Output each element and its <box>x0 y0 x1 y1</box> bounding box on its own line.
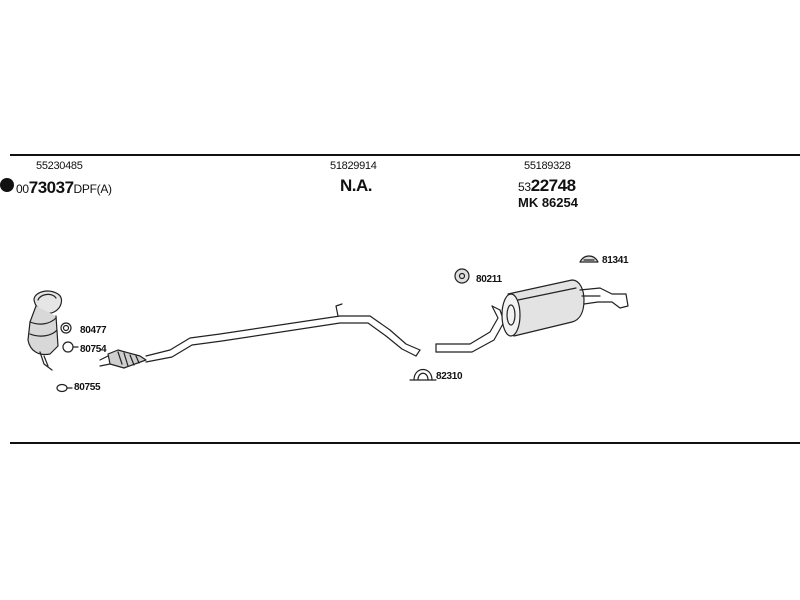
hanger-icon <box>579 255 599 263</box>
flex-pipe <box>99 349 147 369</box>
tail-pipes <box>579 287 629 309</box>
rear-muffler <box>501 279 585 337</box>
part-number-3: 55189328 <box>524 160 571 172</box>
u-bolt-clamp-icon <box>409 368 437 381</box>
gasket-icon <box>56 383 73 393</box>
catalytic-converter <box>27 290 63 371</box>
marker-dot-icon <box>0 178 14 192</box>
callout-80211: 80211 <box>476 274 502 285</box>
bottom-rule <box>10 442 800 444</box>
part-code-2: N.A. <box>340 176 373 195</box>
part-code-3: 5322748 <box>518 177 576 195</box>
part-code-1: 0073037DPF(A) <box>16 179 112 197</box>
part-number-1: 55230485 <box>36 160 83 172</box>
rubber-mount-icon <box>454 268 470 284</box>
part-alt-code-3: MK 86254 <box>518 195 578 210</box>
part-code-3-main: 22748 <box>530 176 576 195</box>
part-number-2: 51829914 <box>330 160 377 172</box>
intermediate-pipe <box>145 303 421 363</box>
clamp-icon <box>62 341 79 353</box>
part-code-3-prefix: 53 <box>518 180 531 194</box>
part-code-1-prefix: 00 <box>16 182 29 196</box>
callout-82310: 82310 <box>436 371 463 382</box>
part-code-1-main: 73037 <box>28 178 74 197</box>
callout-80754: 80754 <box>80 344 107 355</box>
part-code-1-suffix: DPF(A) <box>73 182 113 196</box>
gasket-icon <box>60 322 72 334</box>
callout-80477: 80477 <box>80 325 107 336</box>
callout-81341: 81341 <box>602 255 629 266</box>
top-rule <box>10 154 800 156</box>
callout-80755: 80755 <box>74 382 101 393</box>
rear-pipe <box>435 305 505 353</box>
